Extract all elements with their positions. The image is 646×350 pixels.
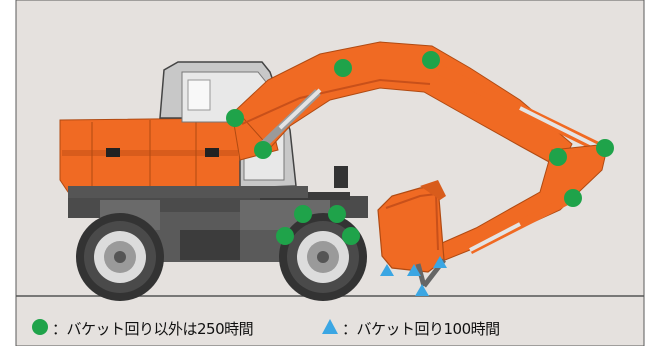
bucket-cylinder (467, 193, 575, 255)
green-grease-point-icon (549, 148, 567, 166)
green-grease-point-icon (276, 227, 294, 245)
blue-grease-point-icon (380, 264, 394, 276)
rear-wheel (279, 213, 367, 301)
green-grease-point-icon (342, 227, 360, 245)
green-grease-point-icon (294, 205, 312, 223)
blue-grease-point-icon (433, 256, 447, 268)
blue-grease-points (380, 256, 447, 296)
front-wheel (76, 213, 164, 301)
green-grease-point-icon (564, 189, 582, 207)
boom-cylinder (259, 88, 322, 149)
green-grease-point-icon (328, 205, 346, 223)
green-grease-point-icon (596, 139, 614, 157)
green-grease-point-icon (422, 51, 440, 69)
legend-green-label: ：バケット回り以外は250時間 (52, 320, 254, 338)
green-grease-point-icon (334, 59, 352, 77)
legend-green-point-icon (32, 319, 48, 335)
green-grease-point-icon (226, 109, 244, 127)
arm-cylinder (437, 65, 603, 153)
green-grease-points (226, 51, 614, 245)
control-box (334, 166, 348, 188)
blue-grease-point-icon (407, 264, 421, 276)
blue-grease-point-icon (415, 284, 429, 296)
legend-blue-label: ：バケット回り100時間 (342, 320, 500, 338)
legend-blue-point-icon (322, 319, 338, 334)
green-grease-point-icon (254, 141, 272, 159)
bucket (377, 180, 446, 288)
